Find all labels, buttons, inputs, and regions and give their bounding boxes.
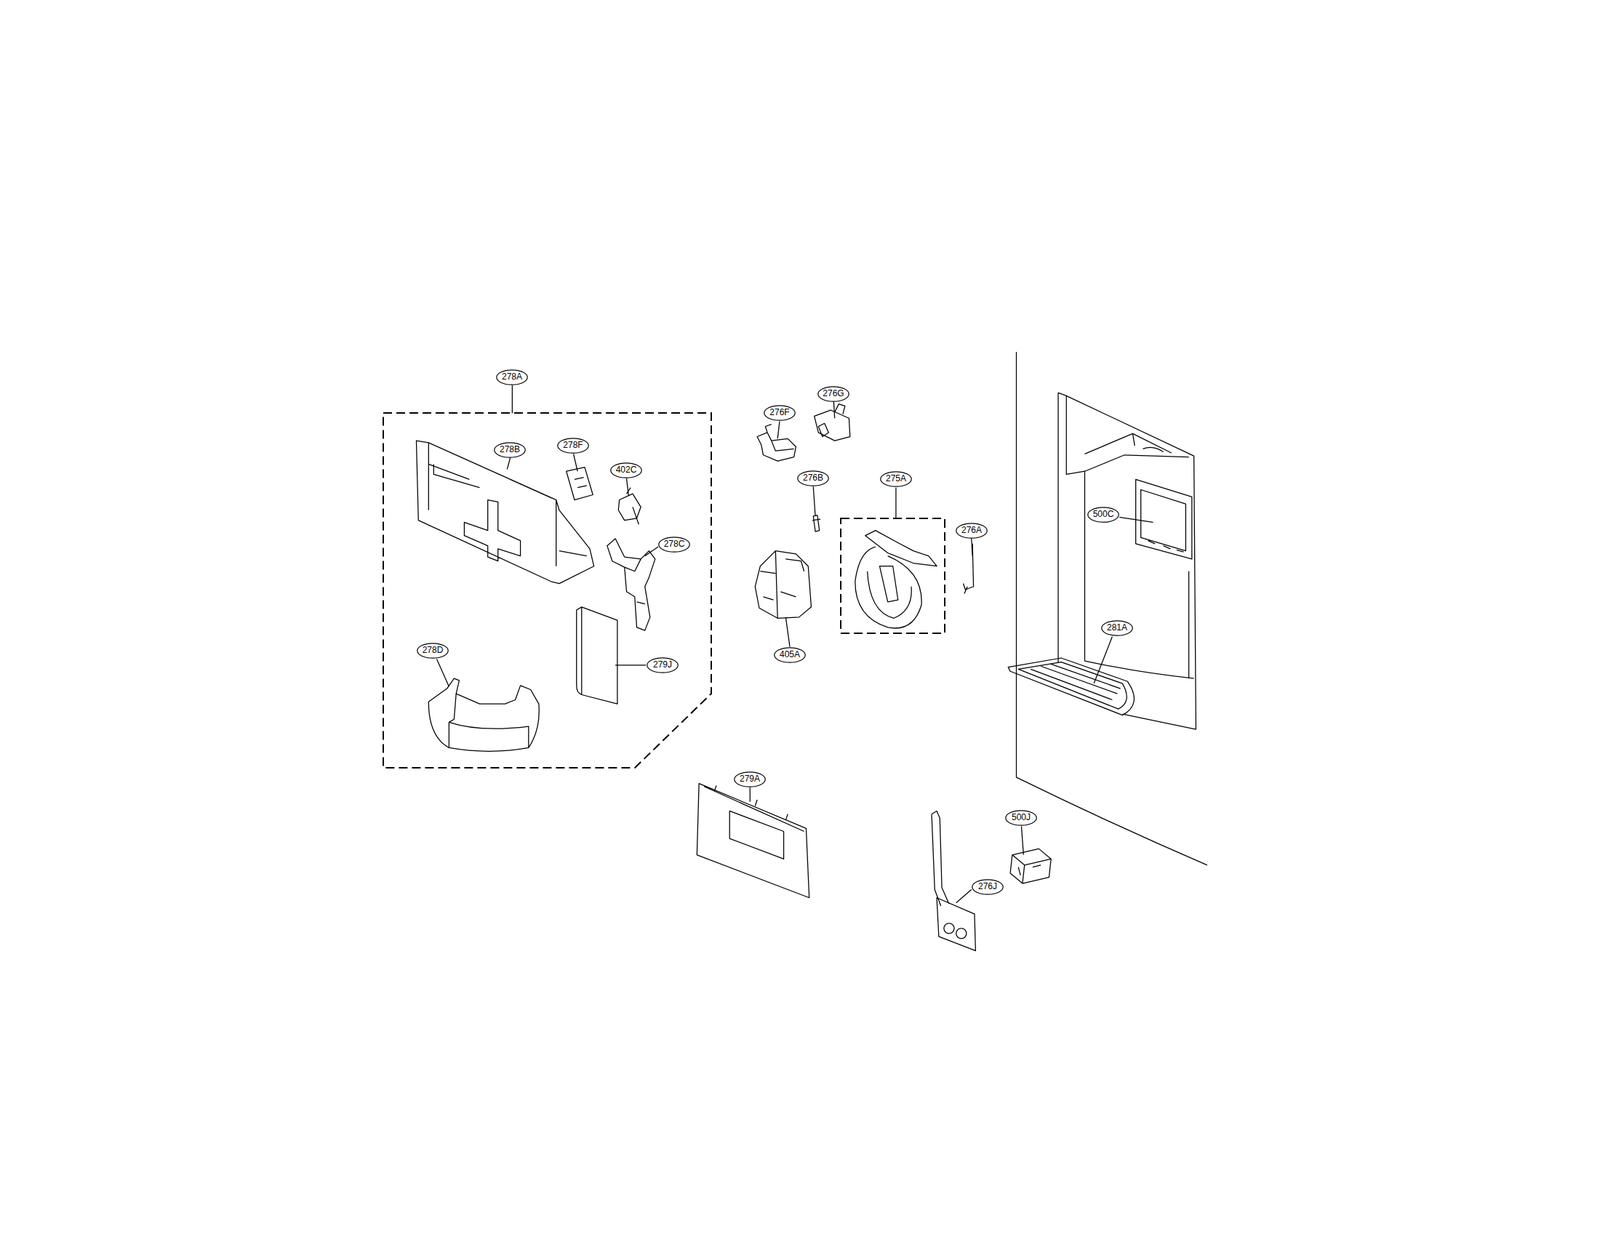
- callout-outline: [496, 370, 528, 385]
- part-group-box: 275A: [840, 518, 945, 634]
- callout-node: 500C: [1087, 506, 1120, 523]
- callout-node: 279J: [646, 657, 679, 674]
- leader-lines: [437, 385, 1154, 903]
- callout-node: 278F: [557, 437, 590, 454]
- callout-node: 279A: [733, 771, 766, 788]
- control-panel: [696, 784, 809, 899]
- callout-node: 405A: [773, 647, 806, 664]
- callout-number: 500C: [1093, 509, 1115, 520]
- callout-outline: [880, 472, 912, 487]
- ice-door: [855, 530, 937, 629]
- callout-outline: [494, 442, 526, 458]
- refrigerator-door: [1016, 352, 1207, 866]
- callout-number: 278B: [499, 445, 520, 455]
- callout-outline: [818, 386, 849, 402]
- callout-number: 402C: [616, 465, 638, 475]
- solenoid: [814, 404, 851, 442]
- callout-outline: [658, 537, 690, 552]
- callout-node: 278B: [493, 442, 526, 459]
- callout-node: 281A: [1101, 620, 1134, 637]
- callout-node: 276A: [955, 522, 988, 539]
- callout-node: 402C: [610, 462, 643, 479]
- callout-number: 276J: [978, 882, 998, 892]
- callout-number: 276F: [769, 408, 790, 418]
- callout-outline: [610, 463, 642, 478]
- motor: [754, 551, 811, 619]
- dashed-outline: [840, 518, 945, 634]
- dispenser-paddle: [576, 607, 618, 704]
- drip-tray: [1008, 658, 1134, 716]
- callout-outline: [797, 471, 829, 486]
- callout-outline: [1101, 621, 1133, 636]
- callout-outline: [972, 880, 1003, 895]
- callout-number: 276B: [802, 473, 824, 483]
- callout-number: 276A: [961, 525, 982, 536]
- actuator-lever: [607, 538, 656, 631]
- callout-number: 405A: [779, 650, 800, 660]
- callout-node: 276B: [797, 470, 830, 487]
- callout-outline: [417, 643, 448, 659]
- group-heading: 278A: [496, 369, 528, 386]
- callout-outline: [774, 648, 806, 663]
- callout-number: 278C: [664, 539, 686, 550]
- callout-number: 279A: [739, 774, 760, 784]
- callout-outline: [1005, 810, 1037, 826]
- callout-number: 500J: [1011, 813, 1031, 823]
- callout-number: 276G: [822, 389, 844, 399]
- circuit-board: [931, 810, 976, 951]
- part-group-box: 278A278B278F402C278C278D279J: [383, 413, 712, 768]
- solenoid-part: [757, 424, 796, 462]
- callout-outline: [764, 405, 795, 421]
- callout-number: 278A: [501, 372, 523, 382]
- switch-cover: [566, 467, 593, 501]
- callout-outline: [956, 523, 987, 539]
- micro-switch: [618, 488, 641, 526]
- callout-node: 276F: [763, 405, 796, 422]
- callout-node: 276G: [817, 386, 850, 403]
- filter-cover: [1136, 479, 1192, 559]
- group-outline: [383, 413, 712, 768]
- callout-number: 278D: [422, 645, 444, 656]
- callout-outline: [647, 658, 678, 673]
- callout-node: 276J: [971, 879, 1004, 896]
- group-heading: 275A: [880, 471, 912, 488]
- pin: [812, 515, 821, 532]
- callout-number: 279J: [653, 660, 672, 670]
- callout-number: 278F: [562, 440, 583, 451]
- callout-node: 500J: [1005, 810, 1038, 827]
- callout-outline: [734, 772, 766, 787]
- callout-outline: [1088, 507, 1119, 523]
- dispenser-housing: [416, 440, 594, 584]
- callout-node: 278C: [658, 536, 691, 553]
- callout-outline: [557, 438, 589, 454]
- callout-number: 281A: [1106, 623, 1128, 633]
- connector-housing: [1010, 848, 1051, 884]
- callout-node: 278D: [416, 642, 449, 659]
- callout-number: 275A: [885, 474, 907, 484]
- dashed-outline: [383, 413, 712, 768]
- group-outline: [840, 518, 945, 634]
- ice-chute: [428, 678, 539, 752]
